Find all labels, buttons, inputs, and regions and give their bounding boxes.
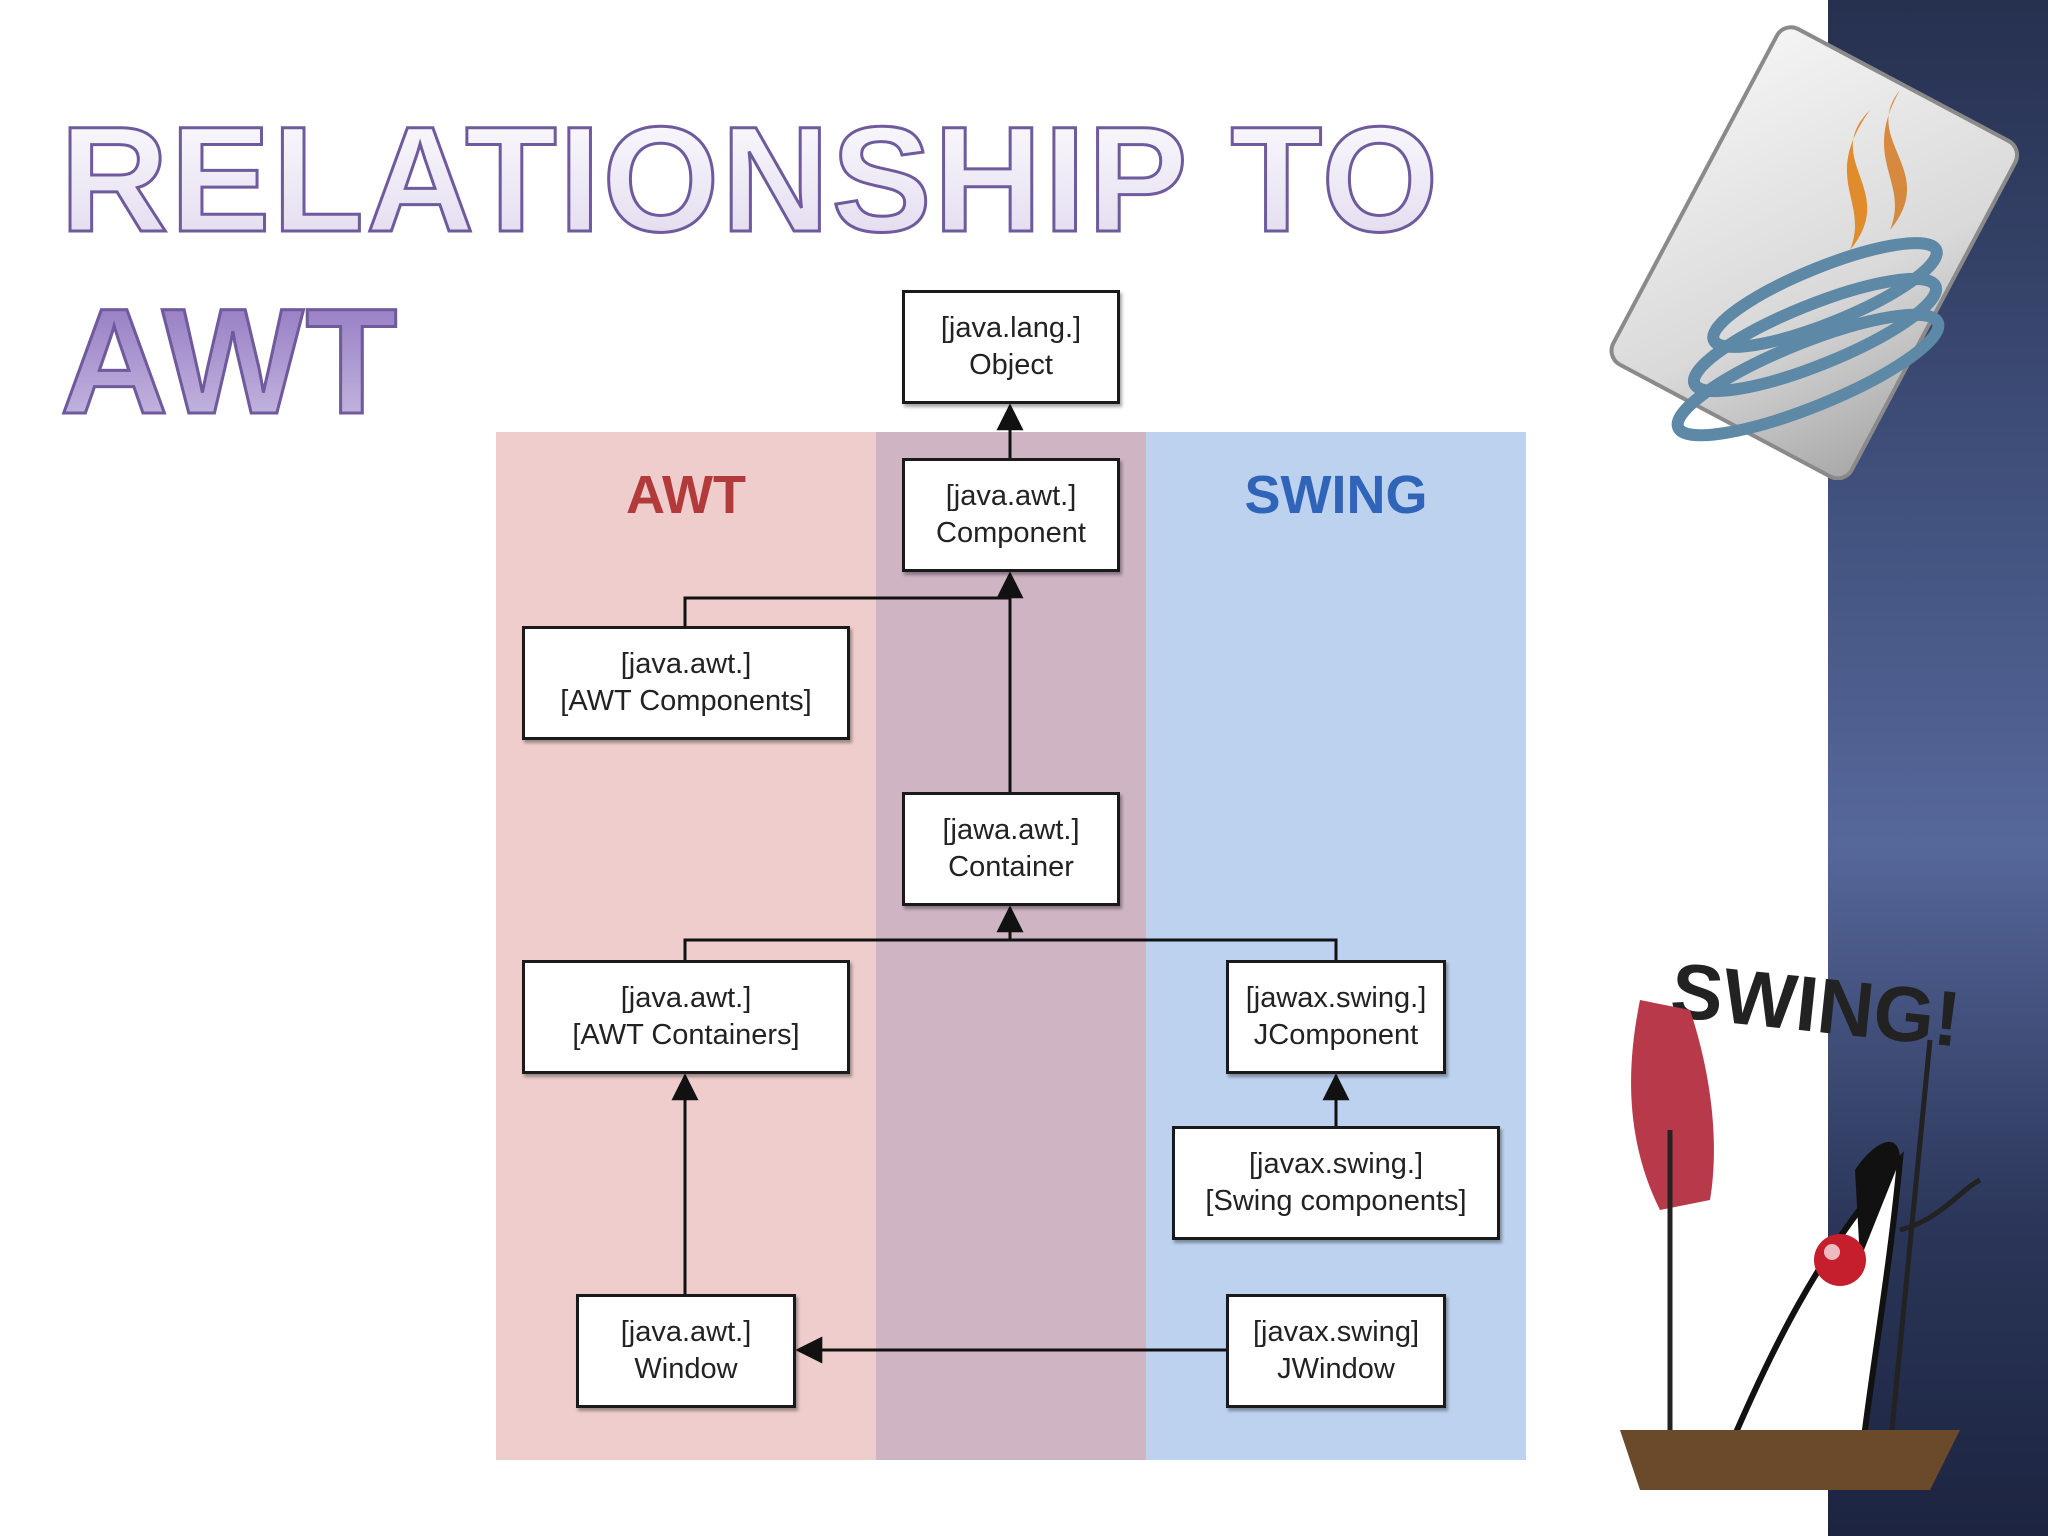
- node-jcomponent-class: JComponent: [1253, 1019, 1419, 1051]
- swing-mascot-icon: SWING!: [1620, 946, 1982, 1490]
- edge-awtcomponents-component: [683, 596, 1010, 626]
- node-container-class: Container: [948, 851, 1074, 883]
- slide-title: RELATIONSHIP TO AWT: [58, 88, 1441, 452]
- node-jwindow-package: [javax.swing]: [1252, 1316, 1419, 1348]
- swing-zone-label: SWING: [1244, 465, 1428, 525]
- node-awt-components-class: [AWT Components]: [560, 685, 812, 717]
- node-awt-containers-class: [AWT Containers]: [572, 1019, 800, 1051]
- node-awt-components: [java.awt.] [AWT Components]: [522, 626, 850, 740]
- node-awt-containers: [java.awt.] [AWT Containers]: [522, 960, 850, 1074]
- node-container: [jawa.awt.] Container: [902, 792, 1120, 906]
- node-swing-components: [javax.swing.] [Swing components]: [1172, 1126, 1500, 1240]
- node-window-class: Window: [634, 1353, 738, 1385]
- awt-zone-label: AWT: [626, 465, 746, 525]
- title-line-1: RELATIONSHIP TO: [58, 94, 1441, 265]
- node-jcomponent: [jawax.swing.] JComponent: [1226, 960, 1446, 1074]
- node-component-package: [java.awt.]: [945, 480, 1077, 512]
- node-window: [java.awt.] Window: [576, 1294, 796, 1408]
- edge-awtcontainers-container: [683, 938, 1338, 960]
- node-container-package: [jawa.awt.]: [942, 814, 1080, 846]
- node-swing-components-package: [javax.swing.]: [1248, 1148, 1424, 1180]
- node-swing-components-class: [Swing components]: [1205, 1185, 1467, 1217]
- node-object-class: Object: [969, 349, 1053, 381]
- title-line-2: AWT: [58, 276, 400, 447]
- node-component: [java.awt.] Component: [902, 458, 1120, 572]
- node-jcomponent-package: [jawax.swing.]: [1245, 982, 1427, 1014]
- node-jwindow-class: JWindow: [1277, 1353, 1395, 1385]
- node-awt-containers-package: [java.awt.]: [620, 982, 752, 1014]
- node-object: [java.lang.] Object: [902, 290, 1120, 404]
- node-object-package: [java.lang.]: [940, 312, 1082, 344]
- node-jwindow: [javax.swing] JWindow: [1226, 1294, 1446, 1408]
- node-component-class: Component: [936, 517, 1086, 549]
- node-window-package: [java.awt.]: [620, 1316, 752, 1348]
- node-awt-components-package: [java.awt.]: [620, 648, 752, 680]
- java-logo-icon: [1609, 25, 2020, 480]
